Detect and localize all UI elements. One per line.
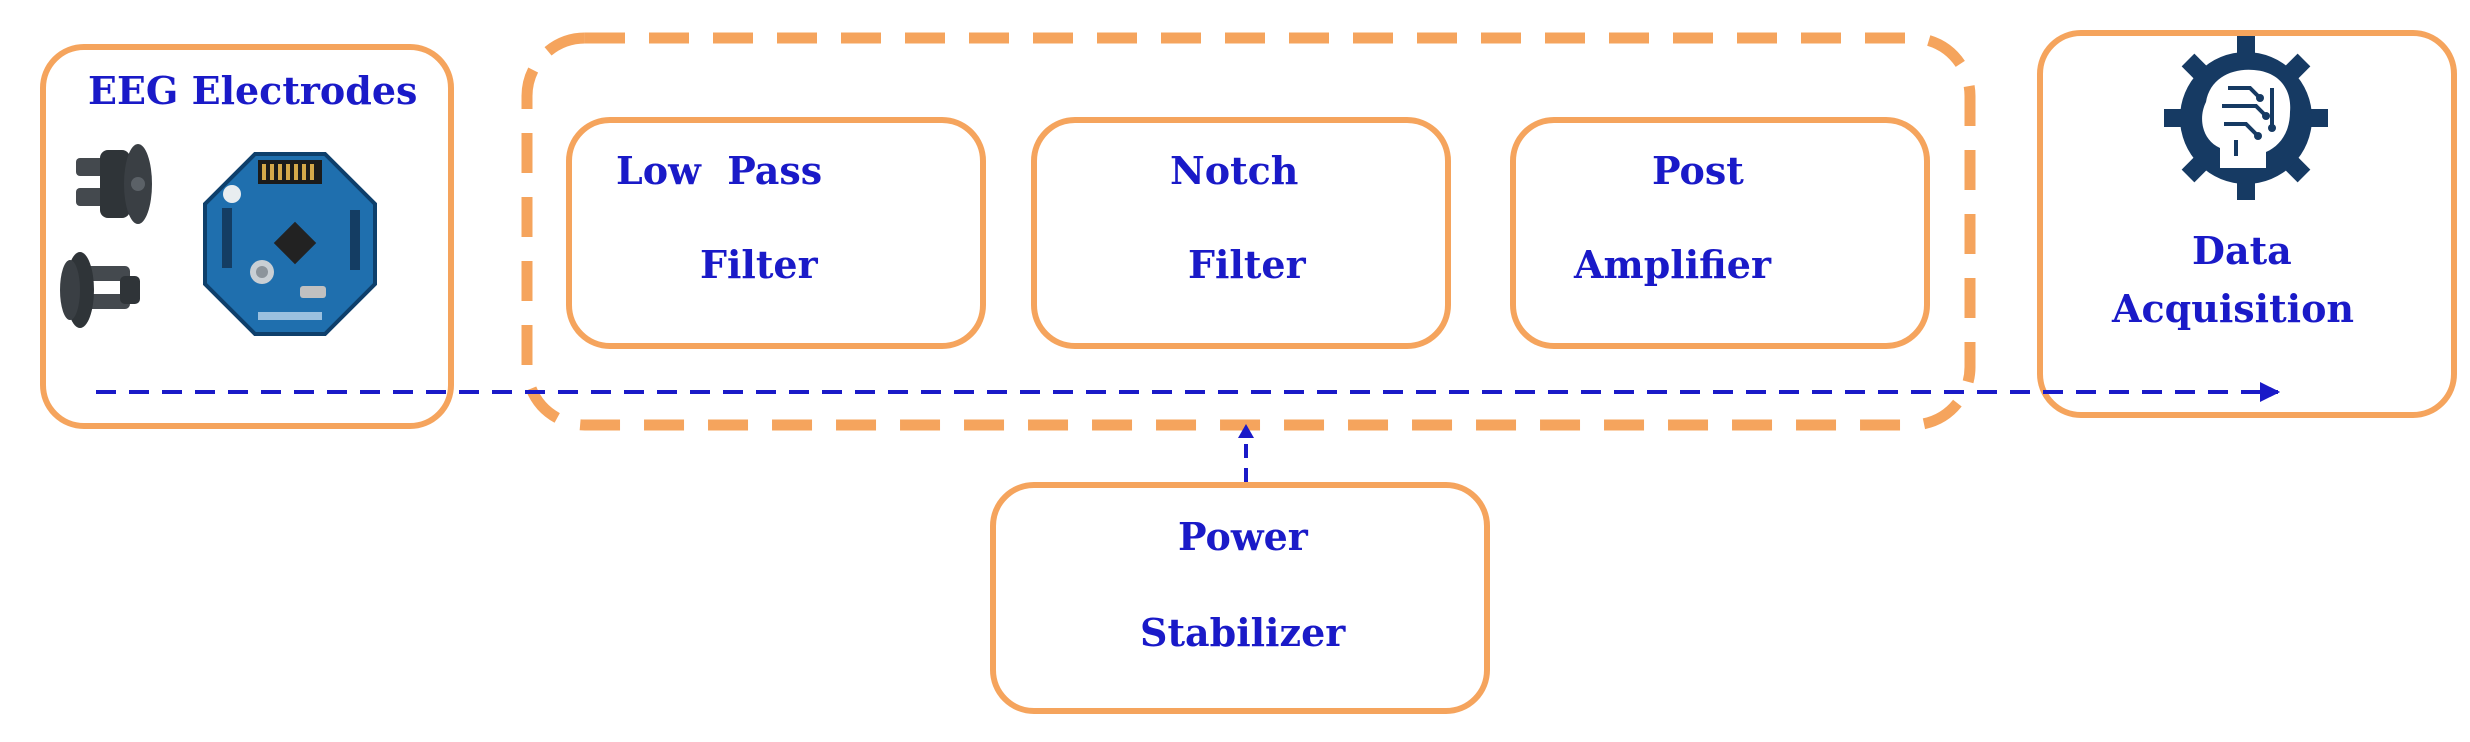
- post-label-line1: Post: [1652, 148, 1744, 193]
- notch-label-line1: Notch: [1170, 148, 1299, 193]
- amplifier-label-line2: Amplifier: [1574, 242, 1771, 287]
- data-acquisition-box: [2037, 30, 2457, 418]
- stabilizer-label-line2: Stabilizer: [1140, 610, 1346, 655]
- notch-label-line2: Filter: [1188, 242, 1306, 287]
- low-pass-label-line2: Filter: [700, 242, 818, 287]
- notch-filter-box: [1031, 117, 1451, 349]
- low-pass-label-line1: Low Pass: [616, 148, 823, 193]
- openbci-ganglion-board-icon: [203, 152, 377, 336]
- electrode-clip-icon: [60, 252, 140, 328]
- power-stabilizer-box: [990, 482, 1490, 714]
- power-label-line1: Power: [1178, 514, 1308, 559]
- low-pass-filter-box: [566, 117, 986, 349]
- data-label-line1: Data: [2192, 228, 2292, 273]
- ai-head-gear-icon: [2164, 36, 2328, 200]
- post-amplifier-box: [1510, 117, 1930, 349]
- filter-group-dashed-border: [521, 32, 1976, 431]
- power-arrowhead: [1238, 424, 1254, 438]
- eeg-electrodes-label: EEG Electrodes: [88, 68, 418, 113]
- signal-flow-arrowhead: [2260, 382, 2280, 402]
- acquisition-label-line2: Acquisition: [2112, 286, 2355, 331]
- electrode-clip-icon: [76, 144, 152, 224]
